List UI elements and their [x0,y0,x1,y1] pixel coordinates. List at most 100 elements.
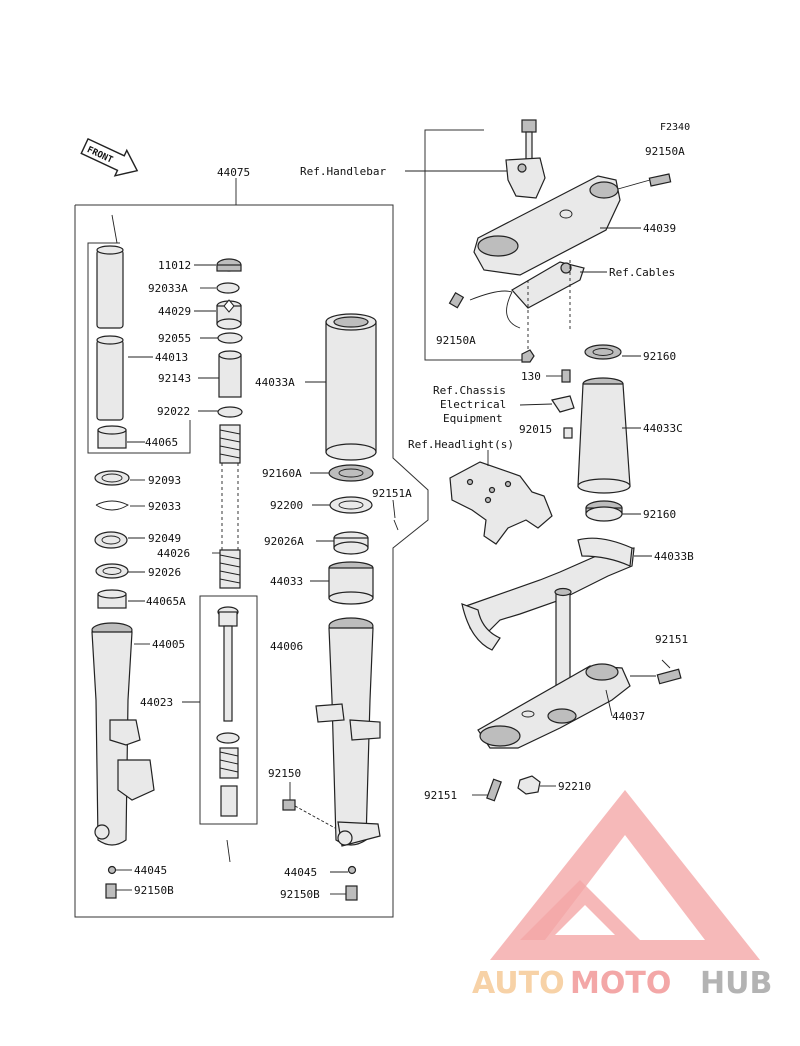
bolt-92151-bottom [486,778,502,802]
label-44075: 44075 [217,166,250,179]
label-92033A: 92033A [148,282,188,295]
label-44013: 44013 [155,351,188,364]
label-44023: 44023 [140,696,173,709]
washer-44045-right [347,865,357,875]
cover-44033B [461,537,635,651]
label-92150: 92150 [268,767,301,780]
label-92160-top: 92160 [643,350,676,363]
label-92150A-left: 92150A [436,334,476,347]
label-44029: 44029 [158,305,191,318]
bolt-92150B-left [105,883,117,899]
seal-92160A [328,464,374,482]
nut-92210 [517,775,541,795]
label-44006: 44006 [270,640,303,653]
label-92150B-left: 92150B [134,884,174,897]
bushing-44065 [97,425,127,449]
label-92055: 92055 [158,332,191,345]
label-electrical: Electrical [440,398,506,411]
label-44039: 44039 [643,222,676,235]
label-92150A-top: 92150A [645,145,685,158]
label-92093: 92093 [148,474,181,487]
label-44033A: 44033A [255,376,295,389]
label-92015: 92015 [519,423,552,436]
label-92026: 92026 [148,566,181,579]
washer-44045-left [107,865,117,875]
label-92022: 92022 [157,405,190,418]
front-arrow-icon: FRONT [80,137,139,177]
headlight-bracket [449,461,553,545]
bolt-92150A-top [648,173,672,187]
cable-clamp [469,261,585,329]
steering-stem-44037 [477,587,631,749]
label-92033: 92033 [148,500,181,513]
seal-92160-bottom [585,500,623,522]
bolt-92150 [282,799,336,829]
damper-rod-44023 [216,606,240,817]
bracket-electrical [551,395,575,413]
watermark-logo: AUTO MOTO HUB [472,790,772,1001]
seal-92160-top [584,344,622,360]
bolt-130 [561,369,571,383]
label-92160-bottom: 92160 [643,508,676,521]
label-11012: 11012 [158,259,191,272]
spacer-92143 [218,354,242,398]
label-44033: 44033 [270,575,303,588]
bushing-44065A [97,589,127,609]
label-ref-chassis: Ref.Chassis [433,384,506,397]
cover-44033 [328,561,374,605]
label-44045-left: 44045 [134,864,167,877]
label-92200: 92200 [270,499,303,512]
nut [521,349,535,363]
label-ref-handlebar: Ref.Handlebar [300,165,386,178]
washer-92022 [217,406,243,418]
label-44065A: 44065A [146,595,186,608]
grommet-92015 [563,427,573,439]
bolt-top [521,119,537,165]
fork-inner-tube [96,245,124,421]
washer-92200 [329,496,373,514]
adjuster-44029 [216,299,242,330]
outer-tube-44005 [91,622,155,846]
top-bridge-44039 [473,175,621,276]
seal-92049 [94,531,128,549]
fork-tube-44033A [325,313,377,461]
label-44065: 44065 [145,436,178,449]
watermark-hub: HUB [700,966,772,1001]
label-130: 130 [521,370,541,383]
label-equipment: Equipment [443,412,503,425]
label-92049: 92049 [148,532,181,545]
spring-44026 [219,424,241,589]
bolt-92150A-left [448,291,465,309]
figure-code: F2340 [660,122,690,133]
label-92143: 92143 [158,372,191,385]
fork-assembly-box: 44075 [74,166,429,918]
label-92150B-right: 92150B [280,888,320,901]
clip-92033 [95,500,129,511]
watermark-auto: AUTO [472,966,565,1001]
cover-44033C [577,377,631,494]
watermark-moto: MOTO [570,966,671,1001]
label-92151-right: 92151 [655,633,688,646]
label-44026: 44026 [157,547,190,560]
handlebar-clamp [505,157,546,199]
bolt-92150B-right [345,885,358,901]
label-44033C: 44033C [643,422,683,435]
label-44005: 44005 [152,638,185,651]
label-92151A: 92151A [372,487,412,500]
label-44033B: 44033B [654,550,694,563]
label-92151-bottom: 92151 [424,789,457,802]
label-92210: 92210 [558,780,591,793]
oring-92055 [217,332,243,344]
label-44045-right: 44045 [284,866,317,879]
outer-tube-44006 [315,617,381,847]
label-92026A: 92026A [264,535,304,548]
seal-92093 [94,470,130,486]
washer-92026 [95,563,129,579]
label-92160A: 92160A [262,467,302,480]
bolt-92151A [393,519,399,531]
washer-92026A [333,531,369,555]
oring-92033A [216,282,240,294]
bolt-92151-right [656,668,682,685]
label-ref-headlight: Ref.Headlight(s) [408,438,514,451]
